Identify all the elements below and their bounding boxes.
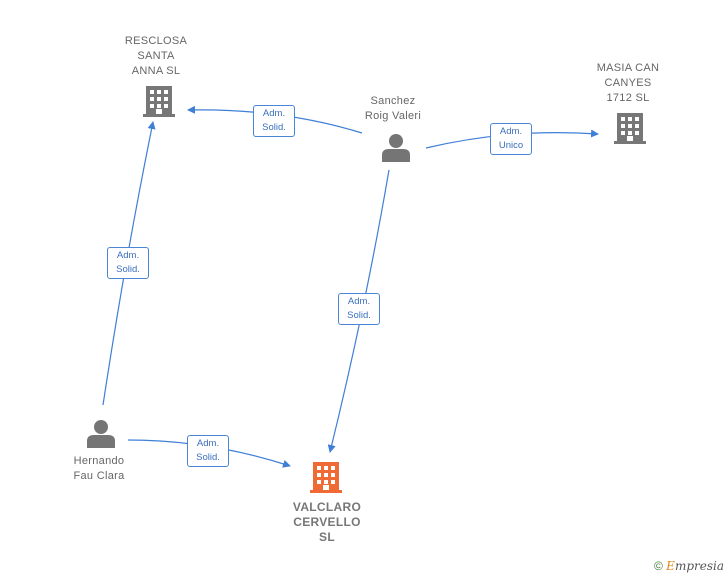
edge-label-hernando-valclaro[interactable]: Adm. Solid.	[187, 435, 229, 467]
node-label-sanchez[interactable]: Sanchez Roig Valeri	[343, 94, 443, 124]
sanchez-person-icon[interactable]	[382, 134, 410, 162]
edge-label-type: Solid.	[196, 452, 220, 463]
sanchez-line2: Roig Valeri	[364, 110, 422, 122]
node-label-masia[interactable]: MASIA CAN CANYES 1712 SL	[578, 61, 678, 106]
masia-line2: CANYES	[604, 77, 652, 89]
brand-initial: E	[666, 559, 675, 573]
footer-credit[interactable]: © Empresia	[654, 559, 724, 573]
edge-label-hernando-resclosa[interactable]: Adm. Solid.	[107, 247, 149, 279]
brand-rest: mpresia	[674, 559, 724, 573]
edge-label-type: Solid.	[347, 310, 371, 321]
edge-label-role: Adm.	[116, 250, 140, 261]
copyright-icon: ©	[653, 559, 663, 573]
edge-label-role: Adm.	[347, 296, 371, 307]
valclaro-line2: CERVELLO	[293, 515, 361, 529]
hernando-person-icon[interactable]	[87, 420, 115, 448]
edge-label-type: Solid.	[262, 122, 286, 133]
edge-label-type: Solid.	[116, 264, 140, 275]
valclaro-line1: VALCLARO	[292, 500, 362, 514]
resclosa-line3: ANNA SL	[131, 65, 181, 77]
hernando-line2: Fau Clara	[73, 470, 125, 482]
brand-logo: Empresia	[666, 559, 724, 573]
node-label-resclosa[interactable]: RESCLOSA SANTA ANNA SL	[106, 34, 206, 79]
edge-label-sanchez-valclaro[interactable]: Adm. Solid.	[338, 293, 380, 325]
hernando-line1: Hernando	[73, 455, 125, 467]
masia-line1: MASIA CAN	[596, 62, 660, 74]
resclosa-building-icon[interactable]	[143, 86, 175, 117]
node-label-valclaro[interactable]: VALCLARO CERVELLO SL	[277, 500, 377, 545]
valclaro-line3: SL	[319, 530, 335, 544]
edge-label-sanchez-masia[interactable]: Adm. Unico	[490, 123, 532, 155]
masia-building-icon[interactable]	[614, 113, 646, 144]
edge-label-role: Adm.	[499, 126, 523, 137]
node-label-hernando[interactable]: Hernando Fau Clara	[49, 454, 149, 484]
resclosa-line1: RESCLOSA	[124, 35, 188, 47]
edge-label-sanchez-resclosa[interactable]: Adm. Solid.	[253, 105, 295, 137]
edge-label-role: Adm.	[196, 438, 220, 449]
masia-line3: 1712 SL	[606, 92, 650, 104]
resclosa-line2: SANTA	[137, 50, 175, 62]
edge-label-type: Unico	[498, 140, 524, 151]
edge-label-role: Adm.	[262, 108, 286, 119]
sanchez-line1: Sanchez	[370, 95, 416, 107]
valclaro-building-icon[interactable]	[310, 462, 342, 493]
